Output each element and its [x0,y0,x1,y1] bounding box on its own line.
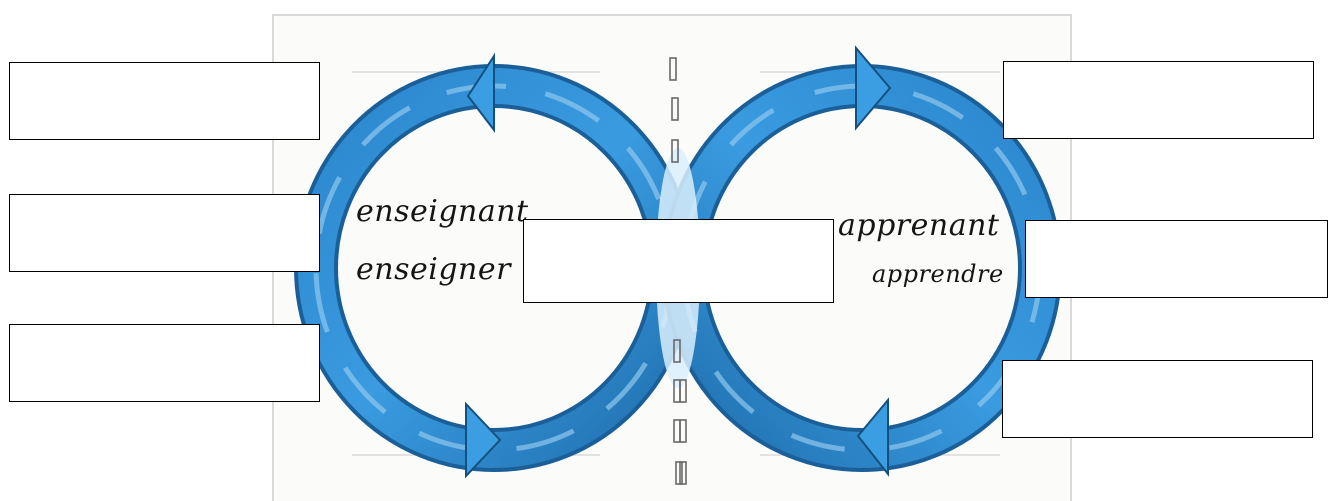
left-role-label: enseignant [356,194,529,229]
right-role-label: apprenant [838,208,1000,243]
right-verb-label: apprendre [872,260,1004,288]
answer-box-right-middle[interactable] [1025,220,1328,298]
arrow-left-top-icon [466,52,495,133]
answer-box-center[interactable] [523,219,834,303]
answer-box-left-middle[interactable] [9,194,320,272]
arrow-right-top-icon [855,45,892,131]
answer-box-left-top[interactable] [9,62,320,140]
center-divider [669,57,687,485]
left-verb-label: enseigner [356,252,511,287]
arrow-right-bottom-icon [856,397,889,477]
answer-box-right-top[interactable] [1003,61,1314,139]
answer-box-left-bottom[interactable] [9,324,320,402]
arrow-left-bottom-icon [465,401,502,479]
answer-box-right-bottom[interactable] [1002,360,1313,438]
arrow-heads [465,45,892,479]
